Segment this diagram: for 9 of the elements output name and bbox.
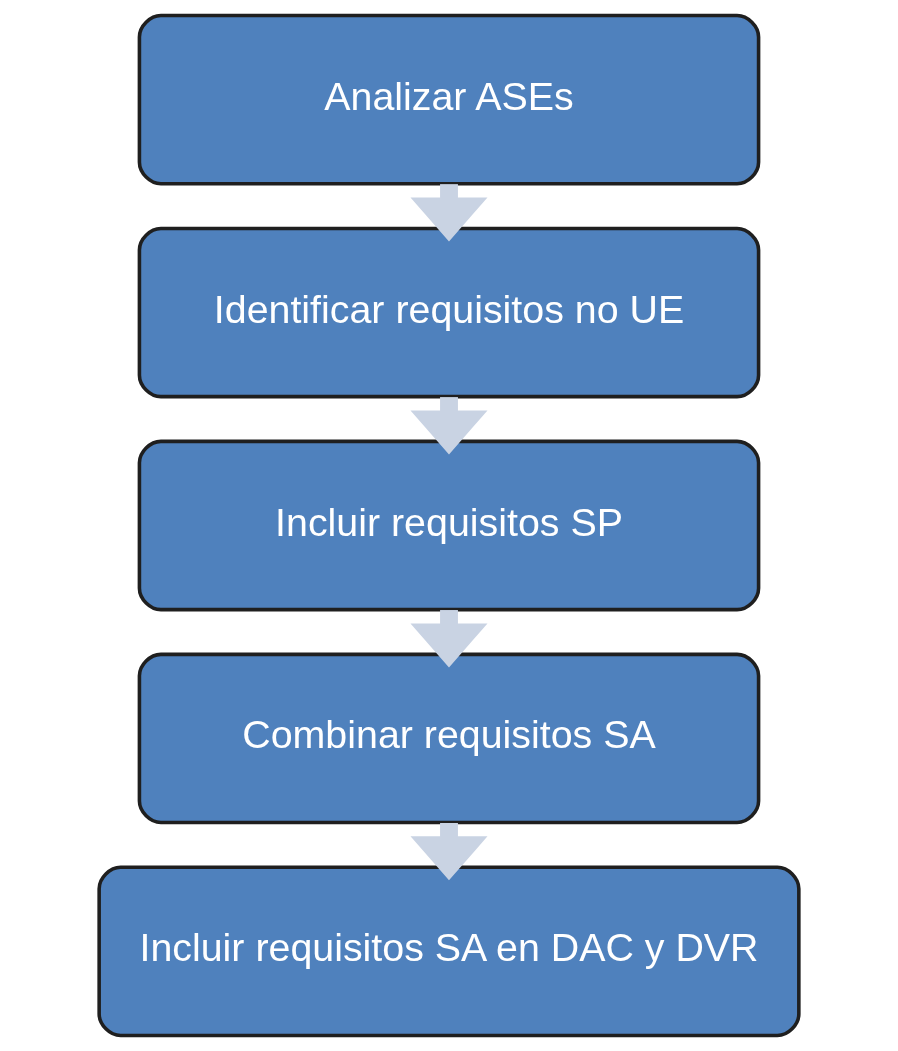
node-box: Identificar requisitos no UE: [137, 226, 761, 399]
arrow: [410, 184, 488, 242]
node-box: Incluir requisitos SA en DAC y DVR: [97, 865, 801, 1038]
arrow: [410, 610, 488, 668]
node-box: Combinar requisitos SA: [137, 652, 761, 825]
arrow: [410, 823, 488, 881]
node-box: Analizar ASEs: [137, 13, 761, 186]
node-box: Incluir requisitos SP: [137, 439, 761, 612]
arrow: [410, 397, 488, 455]
